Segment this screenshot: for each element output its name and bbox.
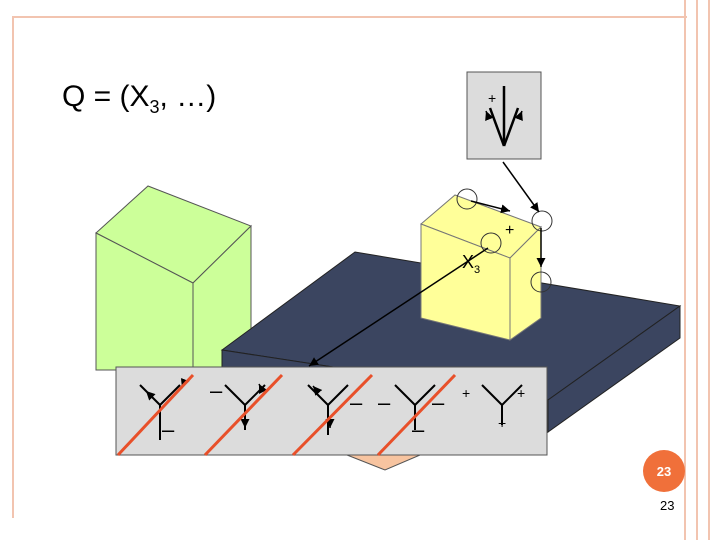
- yellow-cube: [420, 194, 542, 341]
- title-subscript: 3: [149, 97, 160, 117]
- yellow-cube-plus-sign: +: [505, 222, 514, 239]
- plus-sign-3: +: [498, 415, 506, 431]
- frame-right-border: [684, 0, 698, 540]
- slide-number: 23: [660, 498, 675, 513]
- vertex-circles: [456, 188, 553, 293]
- plus-sign-1: +: [462, 385, 470, 401]
- minus-sign-2: –: [210, 378, 223, 403]
- title-suffix: , …): [159, 80, 217, 113]
- slide-title: Q = (X3, …): [62, 80, 216, 118]
- gray-panel: [115, 366, 548, 456]
- x3-label: X3: [462, 252, 480, 276]
- minus-sign-3: –: [350, 390, 363, 415]
- y-shape-5: [481, 384, 523, 425]
- plus-sign-2: +: [517, 385, 525, 401]
- minus-sign-1: –: [162, 417, 175, 442]
- title-prefix: Q = (X: [62, 80, 150, 113]
- minus-sign-6: –: [432, 390, 445, 415]
- red-strike-lines: [116, 373, 457, 457]
- inset-box: [466, 71, 542, 160]
- frame-right-border-inner: [708, 0, 712, 540]
- green-cube: [95, 185, 252, 371]
- minus-sign-4: –: [378, 390, 391, 415]
- inset-plus-sign: +: [488, 90, 496, 106]
- frame-top-border: [12, 16, 687, 18]
- frame-left-border: [12, 18, 14, 518]
- minus-sign-5: –: [412, 417, 425, 442]
- peach-wedge: [346, 454, 421, 471]
- connector-arrows: [308, 161, 546, 367]
- slide-number-badge: 23: [643, 450, 685, 492]
